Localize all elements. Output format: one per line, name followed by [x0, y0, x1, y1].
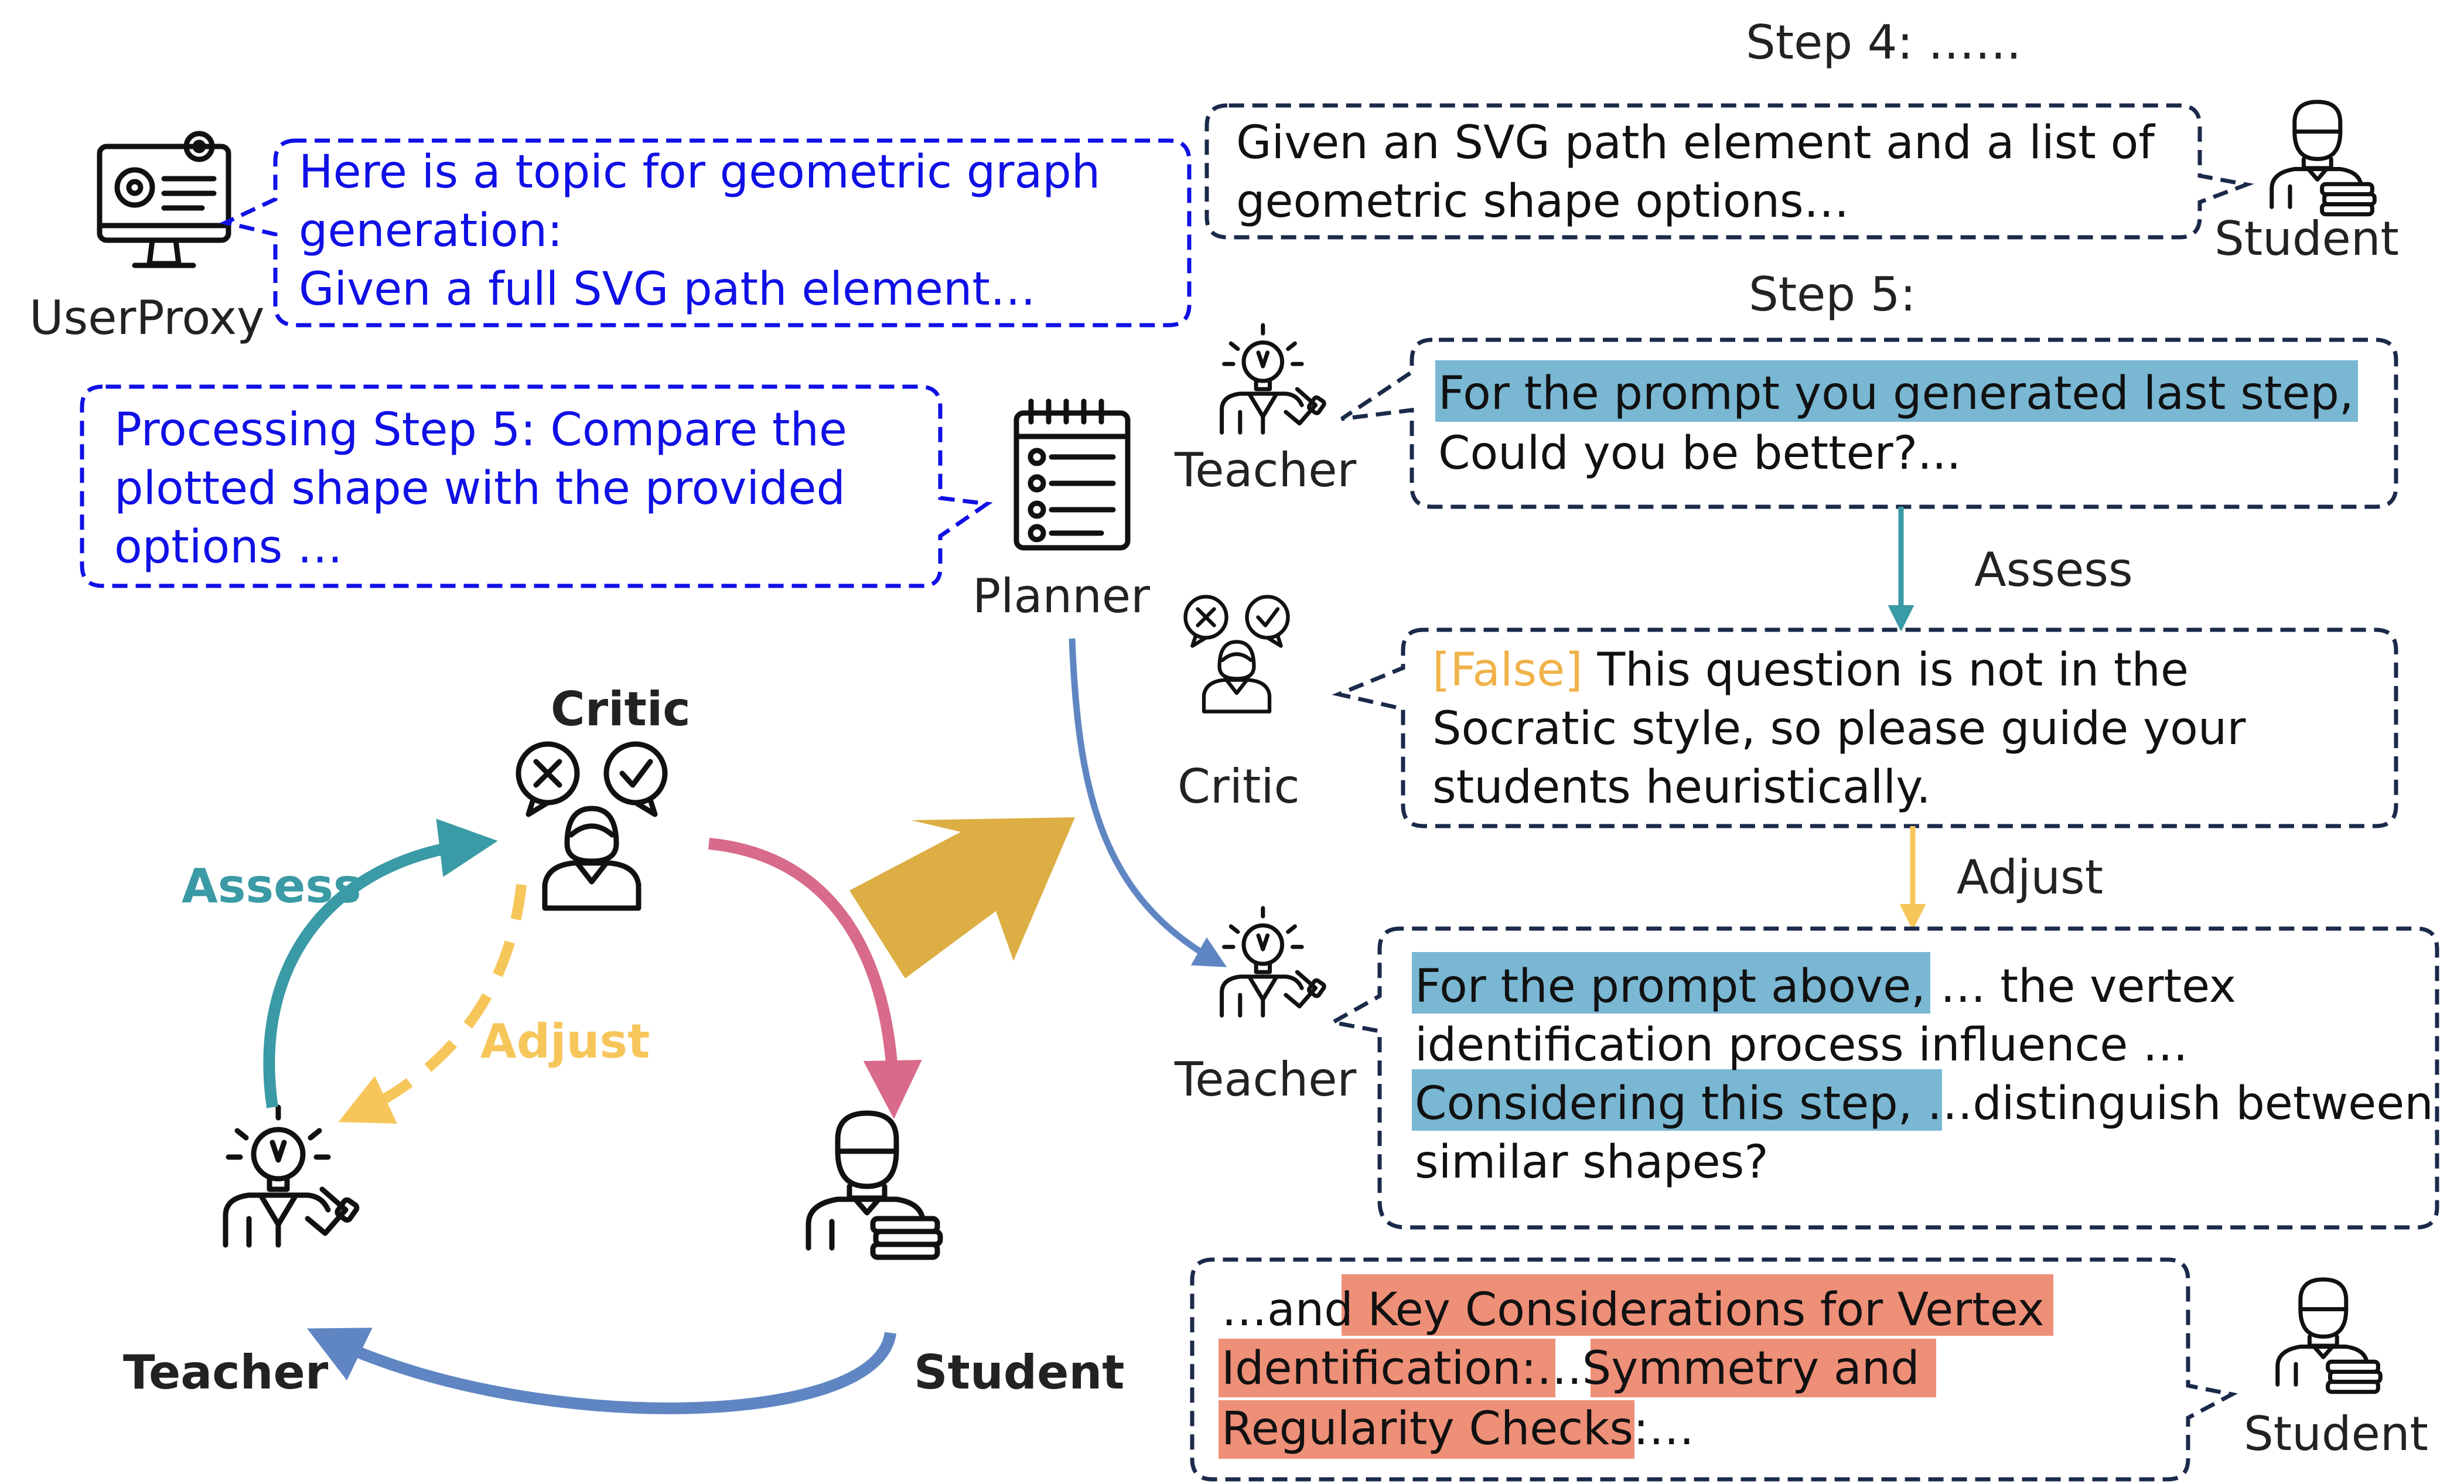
critic-line-3: students heuristically. — [1432, 761, 1931, 814]
step4-label: Step 4: …… — [1746, 15, 2022, 70]
cycle-adjust-arrow — [338, 884, 527, 1124]
step4-line-2: geometric shape options… — [1236, 175, 1849, 228]
userproxy-label: UserProxy — [29, 291, 264, 345]
student-final-l3-rest: :… — [1633, 1403, 1694, 1455]
critic-right-icon — [1186, 597, 1288, 712]
student-final-line-3: Regularity Checks:… — [1221, 1403, 1694, 1455]
teacher-2-l3-rest: …distinguish between — [1913, 1077, 2434, 1130]
userproxy-line-1: Here is a topic for geometric graph — [299, 146, 1100, 199]
cycle-critic-icon — [518, 744, 665, 908]
false-tag: [False] — [1432, 644, 1583, 697]
teacher-2-l1-rest: … the vertex — [1926, 960, 2236, 1013]
critic-line-2: Socratic style, so please guide your — [1432, 702, 2246, 755]
checklist-icon — [1016, 401, 1128, 548]
student-bottom-icon — [2278, 1280, 2381, 1392]
teacher-1-line-2: Could you be better?... — [1438, 427, 1961, 480]
critic-right-label: Critic — [1178, 759, 1300, 814]
teacher-2-line-3: Considering this step, …distinguish betw… — [1415, 1077, 2434, 1130]
planner-to-teacher-arrow — [1069, 638, 1227, 967]
critic-line-1-rest: This question is not in the — [1583, 644, 2189, 697]
student-bottom-label: Student — [2244, 1407, 2428, 1461]
step5-label: Step 5: — [1749, 267, 1916, 322]
assess-right-label: Assess — [1974, 543, 2133, 597]
student-final-l1-plain: …and — [1221, 1284, 1368, 1336]
planner-line-1: Processing Step 5: Compare the — [114, 404, 847, 456]
student-final-hl-4 — [1219, 1400, 1634, 1459]
student-final-line-2: Identification:…Symmetry and — [1221, 1342, 1920, 1395]
teacher-1-bubble — [1340, 337, 2398, 509]
teacher-2-l1-hl: For the prompt above, — [1415, 960, 1926, 1013]
teacher-2-line-2: identification process influence … — [1415, 1019, 2188, 1072]
student-final-hl-1 — [1342, 1274, 2053, 1336]
userproxy-bubble — [219, 138, 1192, 327]
teacher-2-highlight-2 — [1412, 1069, 1942, 1131]
planner-label: Planner — [972, 569, 1150, 623]
teacher-2-highlight-1 — [1412, 952, 1930, 1014]
student-final-l1-hl: Key Considerations for Vertex — [1368, 1284, 2045, 1336]
teacher-2-line-4: similar shapes? — [1415, 1136, 1769, 1189]
teacher-1-line-1: For the prompt you generated last step, — [1438, 367, 2354, 420]
cycle-teacher-label: Teacher — [123, 1345, 329, 1400]
cycle-assess-arrow — [263, 818, 498, 1108]
student-top-label: Student — [2214, 211, 2399, 266]
big-gold-arrow — [849, 817, 1075, 978]
planner-line-2: plotted shape with the provided — [114, 462, 845, 515]
student-top-icon — [2272, 102, 2375, 214]
step4-bubble — [1204, 103, 2254, 240]
cycle-adjust-label: Adjust — [480, 1014, 650, 1069]
teacher-1-icon — [1222, 325, 1325, 432]
student-to-teacher-arrow — [307, 1328, 896, 1414]
teacher-2-icon — [1222, 908, 1325, 1015]
cycle-teacher-icon — [226, 1107, 358, 1245]
student-final-bubble — [1190, 1257, 2238, 1482]
student-final-l2-hl-b: Symmetry and — [1582, 1342, 1920, 1395]
student-final-line-1: …and Key Considerations for Vertex — [1221, 1284, 2045, 1336]
student-final-l3-hl: Regularity Checks — [1221, 1403, 1633, 1455]
cycle-student-label: Student — [914, 1345, 1125, 1400]
cycle-assess-label: Assess — [182, 859, 361, 913]
teacher-2-label: Teacher — [1174, 1052, 1356, 1107]
teacher-2-line-1: For the prompt above, … the vertex — [1415, 960, 2236, 1013]
cycle-critic-label: Critic — [551, 682, 691, 736]
planner-line-3: options … — [114, 521, 343, 574]
critic-bubble — [1332, 627, 2398, 828]
planner-bubble — [80, 384, 993, 588]
teacher-1-label: Teacher — [1174, 443, 1356, 497]
student-final-l2-hl-a: Identification: — [1221, 1342, 1537, 1395]
cycle-student-icon — [808, 1113, 940, 1257]
teacher-2-bubble — [1326, 926, 2439, 1230]
student-final-hl-3 — [1591, 1339, 1936, 1397]
teacher-2-l3-hl: Considering this step, — [1415, 1077, 1913, 1130]
adjust-right-label: Adjust — [1957, 850, 2103, 905]
computer-icon — [100, 134, 228, 265]
teacher-1-highlight — [1435, 360, 2358, 422]
student-final-hl-2 — [1219, 1339, 1555, 1397]
student-final-l2-mid: … — [1537, 1342, 1582, 1395]
critic-to-student-arrow — [708, 838, 922, 1119]
critic-line-1: [False] This question is not in the — [1432, 644, 2189, 697]
step4-line-1: Given an SVG path element and a list of — [1236, 117, 2155, 169]
userproxy-line-2: generation: — [299, 204, 562, 257]
userproxy-line-3: Given a full SVG path element… — [299, 263, 1036, 316]
